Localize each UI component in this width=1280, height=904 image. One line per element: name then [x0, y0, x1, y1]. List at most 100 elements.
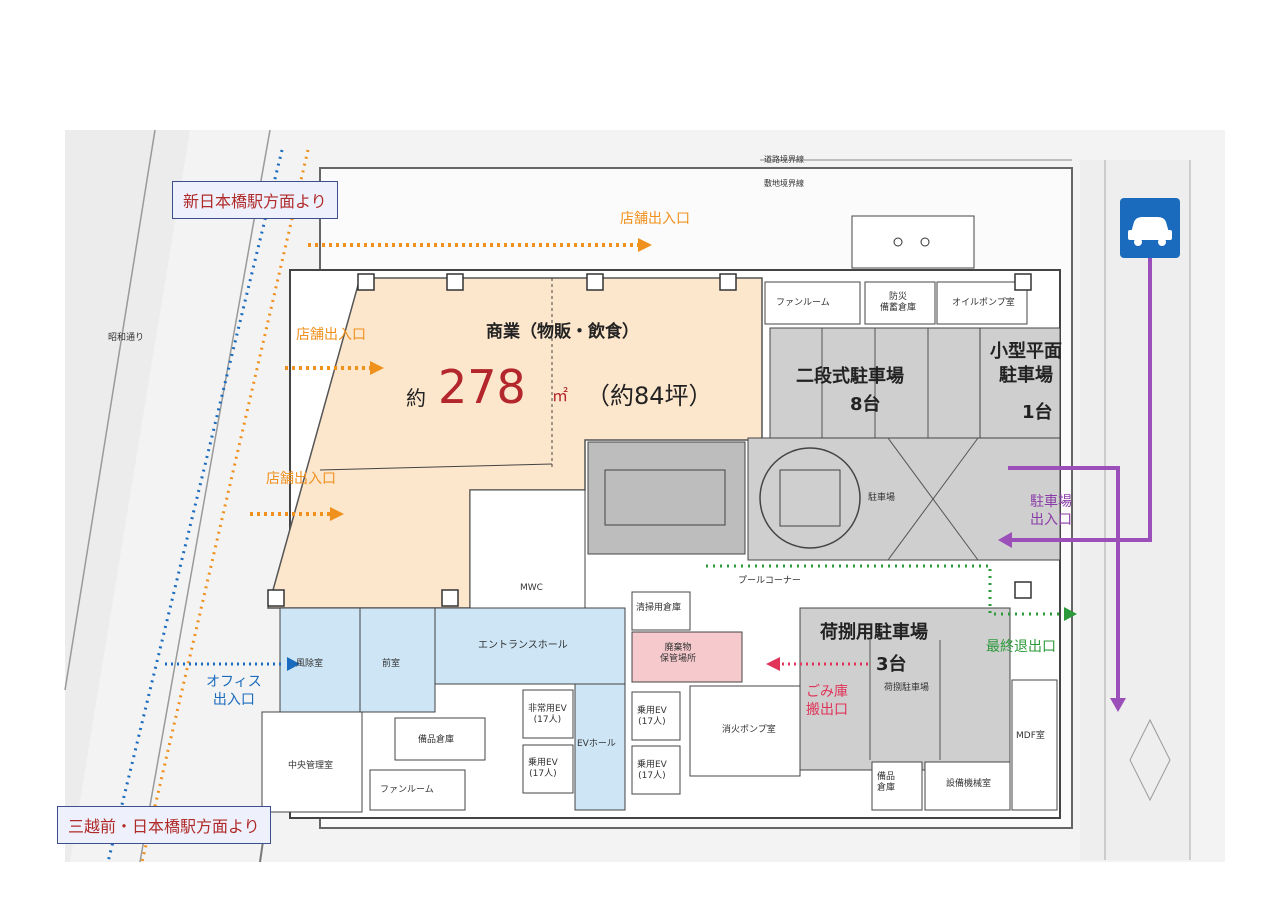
entrance-hall-area — [434, 607, 626, 685]
label-storage-small: 備品 倉庫 — [877, 772, 896, 793]
commercial-divider-h — [319, 463, 553, 471]
label-front-room: 前室 — [382, 659, 401, 669]
label-area-tsubo: （約84坪） — [586, 382, 713, 410]
label-wind-room: 風除室 — [296, 659, 324, 669]
storage-room — [394, 717, 486, 761]
orange-arrowhead-low — [330, 507, 344, 521]
fan-room — [369, 769, 466, 811]
orange-arrowhead-top — [638, 238, 652, 252]
top-mechanical — [851, 215, 975, 269]
small-parking-area — [979, 327, 1061, 439]
label-ev-hall: EVホール — [577, 739, 616, 749]
cleaning-storage — [631, 591, 691, 631]
label-two-tier-parking: 二段式駐車場 — [796, 366, 904, 387]
red-arrowhead — [766, 657, 780, 671]
label-from-mitsukoshimae: 三越前・日本橋駅方面より — [57, 806, 271, 844]
label-loading-small: 荷捌駐車場 — [884, 683, 930, 693]
garbage-room — [631, 631, 743, 683]
service-rooms — [469, 489, 586, 609]
purple-arrowhead-out — [1110, 698, 1126, 712]
road-left — [65, 130, 190, 862]
mdf-room — [1011, 679, 1058, 811]
orange-route-line — [140, 149, 310, 863]
label-loading-parking: 荷捌用駐車場 — [820, 622, 928, 643]
label-cleaning-storage: 清掃用倉庫 — [636, 603, 682, 613]
label-area-value: 278 — [438, 360, 526, 414]
label-entrance-hall: エントランスホール — [478, 640, 568, 651]
ev-room-1 — [522, 689, 574, 739]
label-garbage-room: 廃棄物 保管場所 — [660, 643, 697, 664]
label-pool-corner: プールコーナー — [738, 576, 801, 586]
mechanical-block — [587, 441, 746, 555]
label-fire-pump: 消火ポンプ室 — [722, 725, 776, 735]
label-storage: 備品倉庫 — [418, 735, 455, 745]
label-shop-entrance-top: 店舗出入口 — [620, 211, 690, 227]
fan-room-top — [764, 281, 861, 325]
oil-pump-room — [936, 281, 1028, 325]
label-line-top2: 敷地境界線 — [764, 179, 804, 188]
purple-route-in — [1008, 258, 1152, 542]
label-small-parking: 小型平面 駐車場 — [990, 341, 1062, 387]
road-right — [1080, 160, 1190, 860]
ev-room-2 — [522, 744, 574, 794]
label-disaster-storage: 防災 備蓄倉庫 — [880, 292, 917, 313]
label-garbage-exit: ごみ庫 搬出口 — [806, 684, 848, 718]
orange-arrowhead-mid — [370, 361, 384, 375]
label-shop-entrance-low: 店舗出入口 — [266, 471, 336, 487]
label-oil-pump: オイルポンプ室 — [952, 298, 1015, 308]
label-mdf: MDF室 — [1016, 731, 1045, 741]
label-mwc: MWC — [520, 583, 543, 593]
front-room-area — [359, 607, 436, 713]
driveway-cross — [887, 437, 979, 561]
ev-room-3 — [631, 691, 681, 741]
mechanical-inner — [604, 469, 726, 526]
label-ev1: 非常用EV (17人) — [528, 704, 567, 725]
label-parking-exit: 駐車場 出入口 — [1030, 494, 1072, 528]
central-control-room — [261, 711, 363, 813]
fan-symbol-1 — [893, 237, 903, 247]
label-from-shin-nihonbashi: 新日本橋駅方面より — [172, 181, 338, 219]
columns — [267, 273, 1032, 607]
label-equipment: 設備機械室 — [946, 779, 992, 789]
green-exit-route — [706, 564, 1065, 616]
purple-route-out — [1008, 466, 1120, 700]
label-parking-small: 駐車場 — [868, 493, 896, 503]
label-area-unit: ㎡ — [552, 386, 569, 405]
label-road-name: 昭和通り — [108, 333, 145, 343]
label-loading-count: 3台 — [876, 654, 907, 675]
label-final-exit: 最終退出口 — [986, 639, 1056, 655]
road-marking — [1129, 718, 1171, 802]
label-ev3: 乗用EV (17人) — [637, 706, 667, 727]
blue-arrowhead-office — [287, 657, 300, 671]
fire-pump-room — [689, 685, 801, 777]
ev-hall-area — [574, 683, 626, 811]
label-ev2: 乗用EV (17人) — [528, 758, 558, 779]
label-fan-room-top: ファンルーム — [776, 298, 830, 308]
road-edge — [64, 129, 156, 691]
label-two-tier-count: 8台 — [850, 394, 881, 415]
storage-small-room — [871, 761, 923, 811]
ev-room-4 — [631, 745, 681, 795]
loading-parking-area — [799, 607, 1011, 771]
label-office-entrance: オフィス 出入口 — [206, 674, 262, 708]
disaster-storage — [864, 281, 936, 325]
label-fan-room: ファンルーム — [380, 785, 434, 795]
turntable — [759, 447, 861, 549]
car-icon — [1120, 198, 1180, 258]
label-small-count: 1台 — [1022, 402, 1053, 423]
label-shop-entrance-mid: 店舗出入口 — [296, 327, 366, 343]
label-line-top1: 道路境界線 — [764, 155, 804, 164]
equipment-room — [924, 761, 1011, 811]
wind-room-area — [279, 607, 361, 713]
blue-route-line — [106, 149, 284, 863]
label-ev4: 乗用EV (17人) — [637, 760, 667, 781]
purple-arrowhead-in — [998, 532, 1012, 548]
green-arrowhead — [1064, 607, 1077, 621]
turntable-car — [779, 469, 841, 527]
fan-symbol-2 — [920, 237, 930, 247]
sidewalk-edge — [139, 129, 271, 863]
label-central-control: 中央管理室 — [288, 761, 334, 771]
label-commercial-title: 商業（物販・飲食） — [486, 322, 639, 342]
label-area-prefix: 約 — [406, 386, 426, 410]
